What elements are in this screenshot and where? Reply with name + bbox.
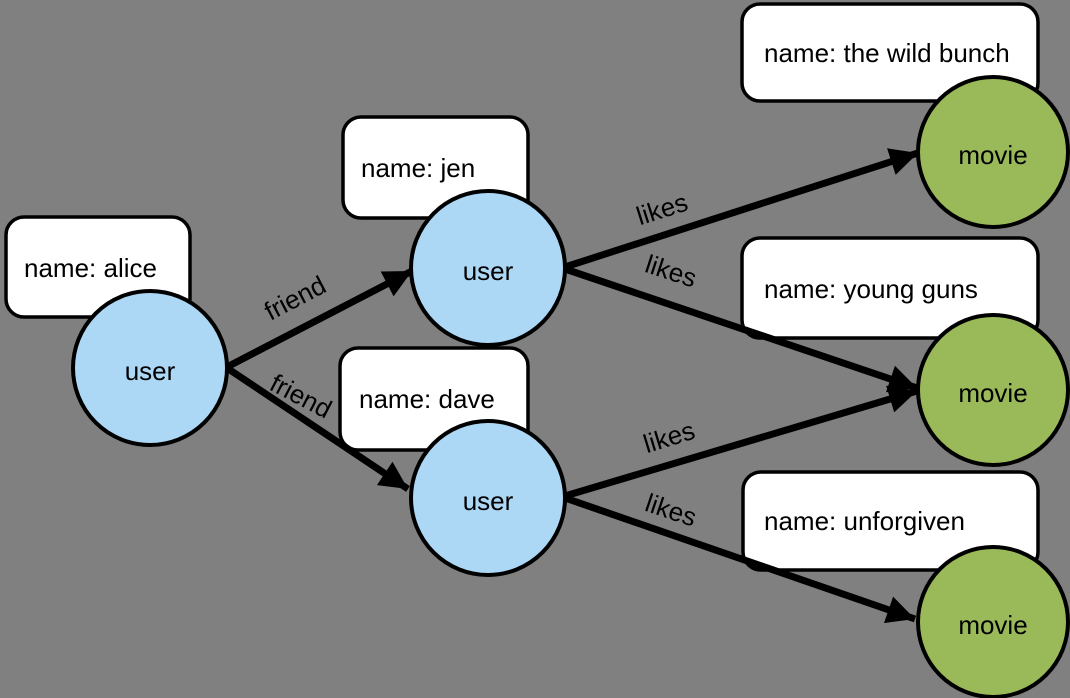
node-circle [409,189,567,347]
edge-likes-jen-young-guns [563,265,919,393]
node-user-jen: user [409,189,567,347]
property-box-rect [740,2,1040,103]
node-label-the-wild-bunch: movie [958,140,1027,170]
property-box-young-guns: name: young guns [740,236,1040,340]
node-movie-young-guns: movie [916,313,1070,467]
node-label-young-guns: movie [958,378,1027,408]
property-text-dave: name: dave [359,384,495,414]
edge-friend-alice-dave [225,365,410,492]
node-label-unforgiven: movie [958,610,1027,640]
edge-friend-alice-jen [225,267,414,371]
node-circle [916,313,1070,467]
property-text-unforgiven: name: unforgiven [764,506,965,536]
edge-likes-dave-unforgiven [563,494,917,624]
property-box-the-wild-bunch: name: the wild bunch [740,2,1040,103]
property-text-young-guns: name: young guns [764,274,978,304]
property-text-jen: name: jen [361,153,475,183]
node-circle [916,75,1070,229]
property-box-rect [741,470,1040,572]
node-label-alice: user [125,356,176,386]
property-text-the-wild-bunch: name: the wild bunch [764,38,1010,68]
node-circle [916,545,1070,698]
edge-likes-dave-young-guns [563,385,919,500]
property-box-jen: name: jen [341,115,530,220]
node-circle [71,289,229,447]
node-movie-the-wild-bunch: movie [916,75,1070,229]
node-label-jen: user [463,256,514,286]
node-user-dave: user [409,419,567,577]
edge-likes-jen-wild-bunch [563,148,920,271]
property-box-rect [740,236,1040,340]
property-box-unforgiven: name: unforgiven [741,470,1040,572]
node-label-dave: user [463,486,514,516]
property-text-alice: name: alice [24,253,157,283]
node-movie-unforgiven: movie [916,545,1070,698]
node-circle [409,419,567,577]
node-user-alice: user [71,289,229,447]
